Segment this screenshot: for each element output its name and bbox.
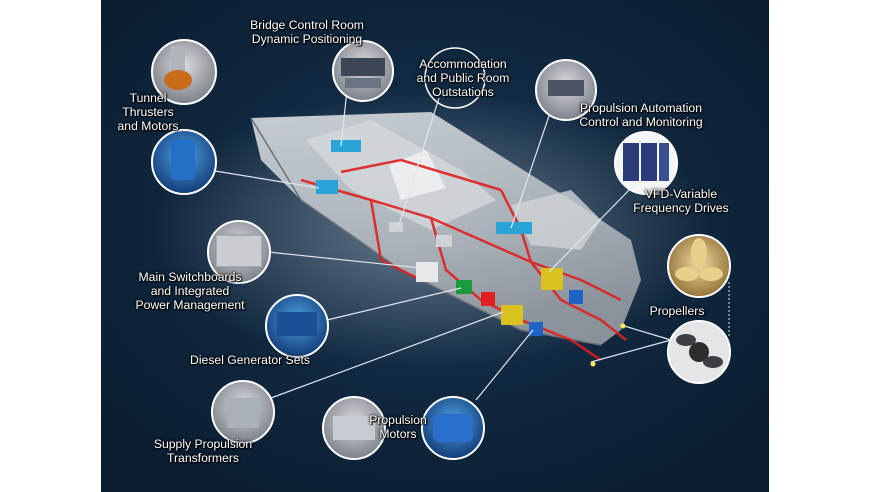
label-supply-transformers: Supply Propulsion Transformers: [153, 437, 253, 465]
propeller-photo-2: [667, 320, 731, 384]
label-propellers: Propellers: [649, 304, 705, 318]
automation-photo: [535, 59, 597, 121]
switchboard-block: [416, 262, 438, 282]
leader-lines: [208, 89, 672, 401]
generator-block: [456, 280, 472, 294]
transformer-photo: [211, 380, 275, 444]
label-tunnel-thrusters: Tunnel Thrusters and Motors: [117, 91, 179, 133]
vfd-photo: [614, 131, 678, 195]
switchboard-photo: [207, 220, 271, 284]
bridge-console-block: [331, 140, 361, 152]
equipment: [316, 140, 583, 336]
red-unit-block: [481, 292, 495, 306]
propulsion-motor-photo-1: [322, 396, 386, 460]
transformer-block: [501, 305, 523, 325]
label-main-switchboards: Main Switchboards and Integrated Power M…: [135, 270, 245, 312]
cabin-block: [389, 222, 403, 232]
automation-console-block: [496, 222, 532, 234]
diagram-canvas: [101, 0, 769, 492]
thruster-photo: [151, 39, 217, 105]
label-accommodation: Accommodation and Public Room Outstation…: [416, 57, 510, 99]
label-propulsion-automation: Propulsion Automation Control and Monito…: [579, 101, 703, 129]
propeller-dot-1: [620, 323, 626, 329]
propulsion-motor-photo-2: [421, 396, 485, 460]
propeller-dot-2: [590, 361, 596, 367]
diesel-photo: [265, 294, 329, 358]
propulsion-motor-block: [529, 322, 543, 336]
thruster-motor-block: [316, 180, 338, 194]
accommodation-photo: [424, 47, 486, 109]
motor-block-2: [569, 290, 583, 304]
label-vfd: VFD-Variable Frequency Drives: [633, 187, 729, 215]
propeller-photo-1: [667, 234, 731, 298]
label-propulsion-motors: Propulsion Motors: [369, 413, 427, 441]
vfd-block: [541, 268, 563, 290]
thruster-motor-photo: [151, 129, 217, 195]
accommodation-block: [436, 235, 452, 247]
label-bridge: Bridge Control Room Dynamic Positioning: [250, 18, 364, 46]
ship-diagram: Tunnel Thrusters and Motors Bridge Contr…: [101, 0, 769, 492]
bridge-photo: [332, 40, 394, 102]
label-diesel-generators: Diesel Generator Sets: [190, 353, 310, 367]
